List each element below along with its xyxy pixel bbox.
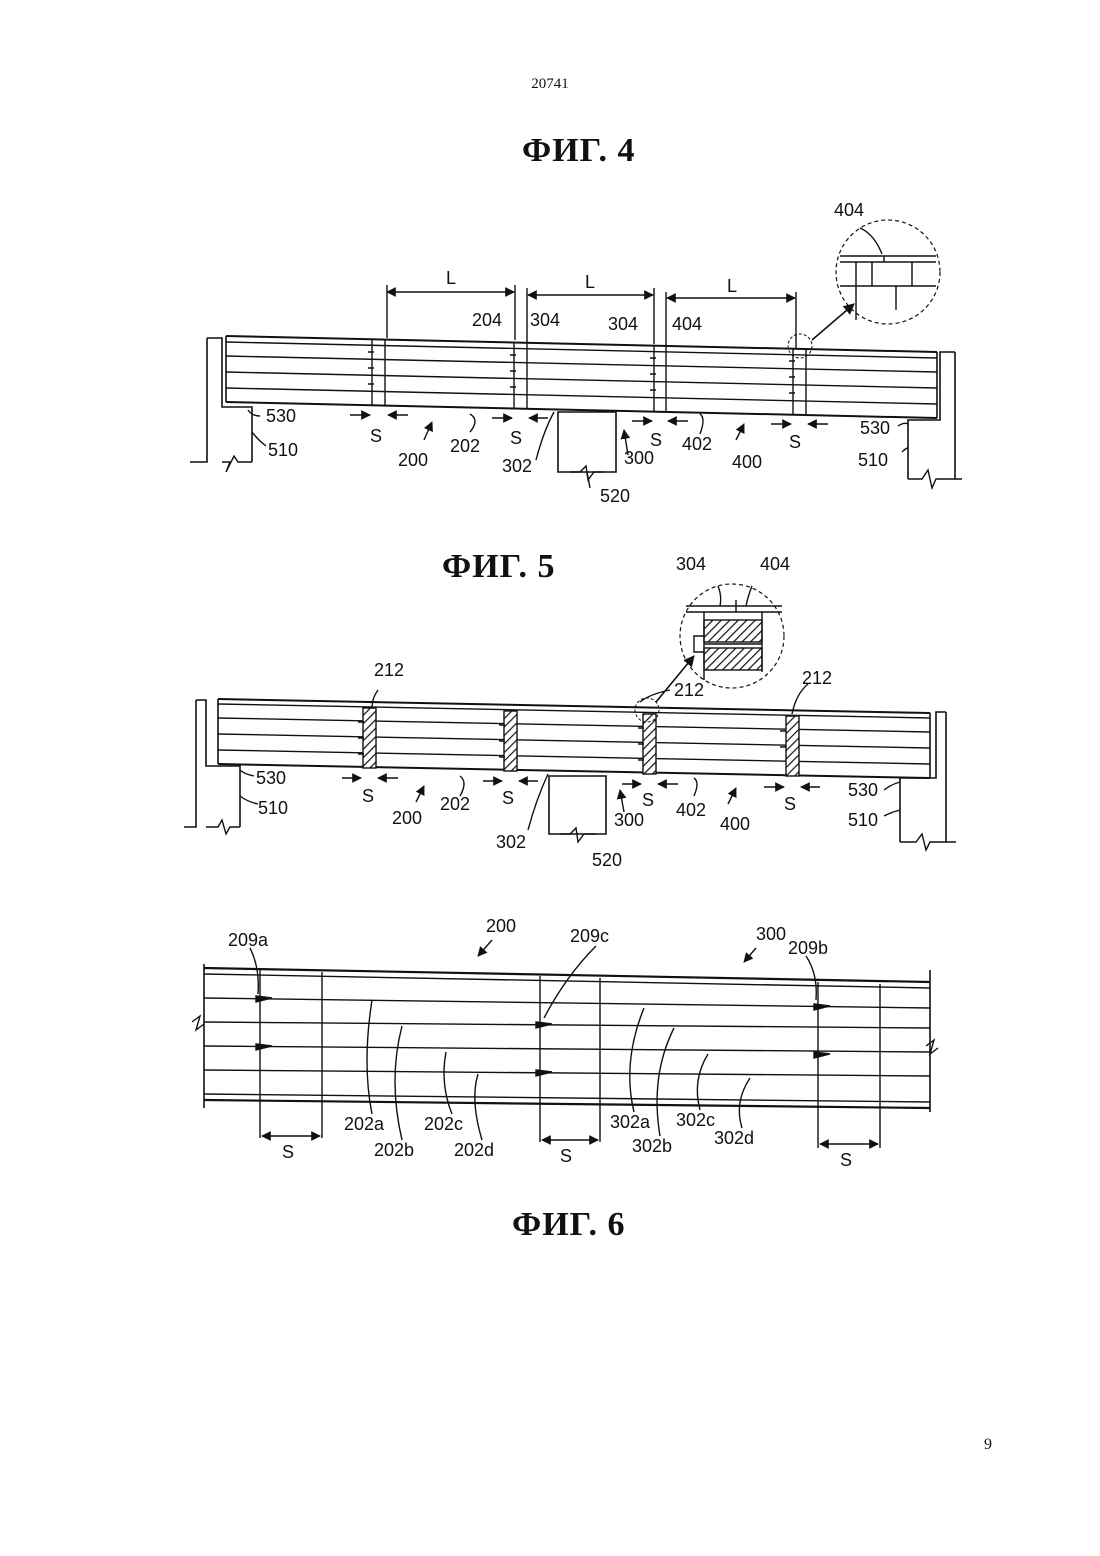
fig4-label-L1: L (446, 268, 456, 288)
fig4-label-404-detail: 404 (834, 200, 864, 220)
fig4-label-510-left: 510 (268, 440, 298, 460)
fig4-label-S2: S (510, 428, 522, 448)
fig5-label-202: 202 (440, 794, 470, 814)
fig5-label-304: 304 (676, 554, 706, 574)
fig4-label-400: 400 (732, 452, 762, 472)
fig4-label-S3: S (650, 430, 662, 450)
fig4-label-510-right: 510 (858, 450, 888, 470)
fig5-label-530-right: 530 (848, 780, 878, 800)
fig4-label-402: 402 (682, 434, 712, 454)
fig6-label-209b: 209b (788, 938, 828, 958)
fig5-labels: 304 404 212 212 212 530 510 S S S S 200 … (256, 554, 878, 870)
fig6-label-302a: 302a (610, 1112, 651, 1132)
fig4-label-300: 300 (624, 448, 654, 468)
fig4-label-530-right: 530 (860, 418, 890, 438)
fig4-label-L3: L (727, 276, 737, 296)
fig6-label-302c: 302c (676, 1110, 715, 1130)
fig6-label-S3: S (840, 1150, 852, 1170)
fig5-label-212c: 212 (802, 668, 832, 688)
fig6-drawing (192, 940, 938, 1148)
fig5-label-530-left: 530 (256, 768, 286, 788)
fig5-label-300: 300 (614, 810, 644, 830)
fig4-label-202: 202 (450, 436, 480, 456)
fig6-label-S2: S (560, 1146, 572, 1166)
fig6-label-209c: 209c (570, 926, 609, 946)
fig5-label-212a: 212 (374, 660, 404, 680)
fig6-label-200: 200 (486, 916, 516, 936)
fig5-label-S3: S (642, 790, 654, 810)
fig6-label-202c: 202c (424, 1114, 463, 1134)
fig6-label-302d: 302d (714, 1128, 754, 1148)
fig5-label-510-right: 510 (848, 810, 878, 830)
fig5-drawing (184, 584, 956, 850)
fig4-drawing (190, 220, 962, 488)
fig5-label-212b: 212 (674, 680, 704, 700)
fig5-label-402: 402 (676, 800, 706, 820)
fig5-label-S1: S (362, 786, 374, 806)
fig4-label-204: 204 (472, 310, 502, 330)
fig4-label-304b: 304 (608, 314, 638, 334)
fig6-label-202a: 202a (344, 1114, 385, 1134)
fig5-label-520: 520 (592, 850, 622, 870)
fig5-label-510-left: 510 (258, 798, 288, 818)
fig5-label-S4: S (784, 794, 796, 814)
fig6-label-300: 300 (756, 924, 786, 944)
fig5-label-400: 400 (720, 814, 750, 834)
fig4-label-S4: S (789, 432, 801, 452)
fig4-label-304a: 304 (530, 310, 560, 330)
fig6-label-202b: 202b (374, 1140, 414, 1160)
fig4-label-530-left: 530 (266, 406, 296, 426)
fig4-labels: L L L 204 304 304 404 404 530 510 S S S … (266, 200, 890, 506)
fig6-label-209a: 209a (228, 930, 269, 950)
fig4-label-520: 520 (600, 486, 630, 506)
fig5-label-404: 404 (760, 554, 790, 574)
fig5-label-S2: S (502, 788, 514, 808)
fig4-label-404: 404 (672, 314, 702, 334)
fig4-label-302: 302 (502, 456, 532, 476)
fig5-label-302: 302 (496, 832, 526, 852)
fig6-label-S1: S (282, 1142, 294, 1162)
fig4-label-L2: L (585, 272, 595, 292)
fig4-label-S1: S (370, 426, 382, 446)
fig6-label-302b: 302b (632, 1136, 672, 1156)
fig4-label-200: 200 (398, 450, 428, 470)
fig5-label-200: 200 (392, 808, 422, 828)
fig6-label-202d: 202d (454, 1140, 494, 1160)
